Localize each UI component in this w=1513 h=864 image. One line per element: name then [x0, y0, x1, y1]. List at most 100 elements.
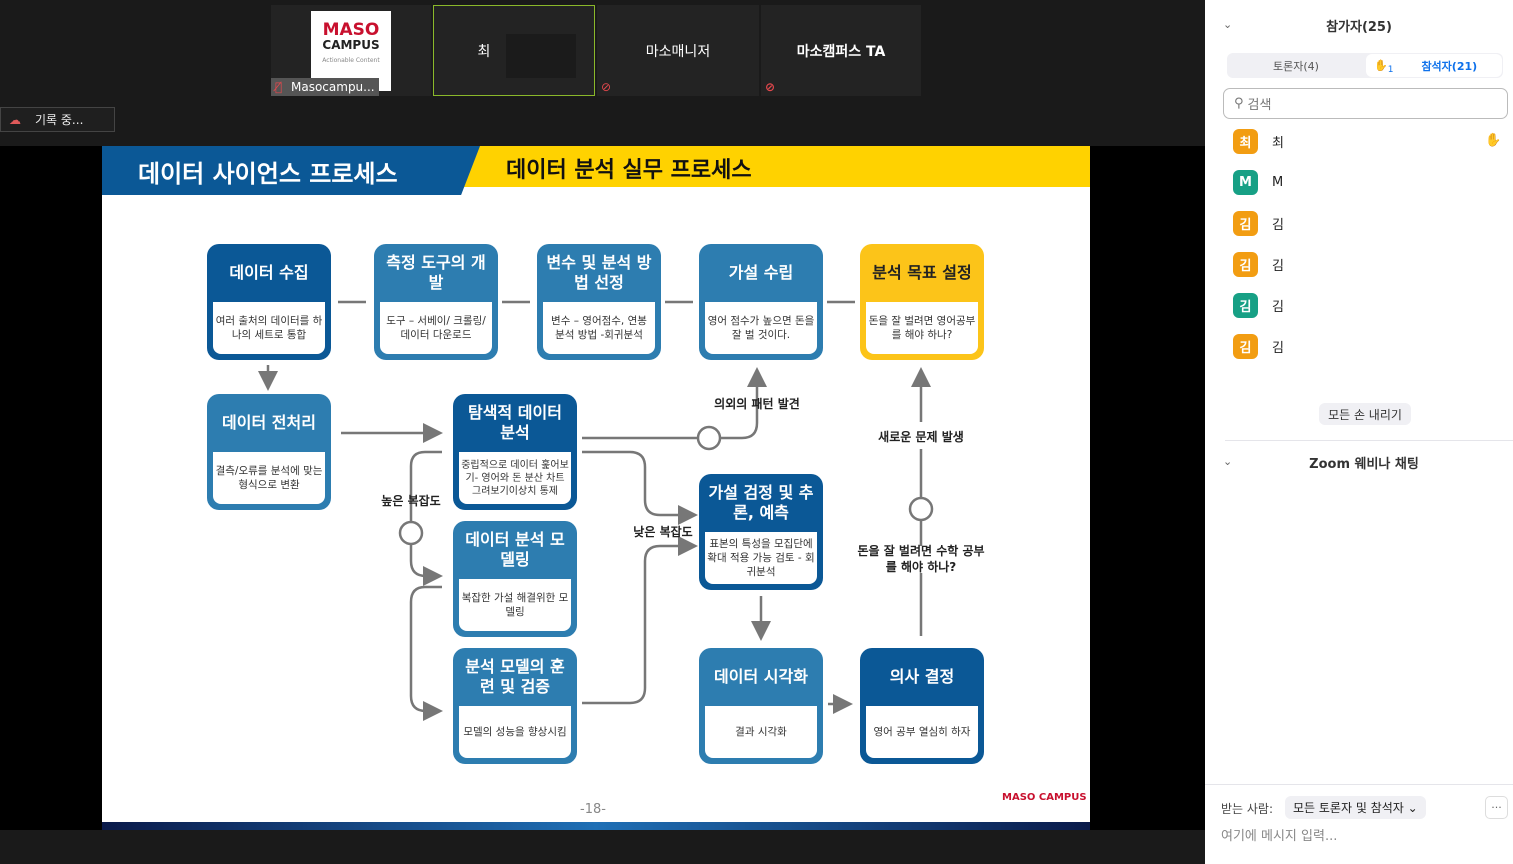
tile-name: 마소매니저 — [645, 43, 711, 60]
participant-tabs: 토론자(4) ✋1 참석자(21) — [1227, 53, 1503, 78]
step-title: 탐색적 데이터 분석 — [468, 403, 562, 442]
label-pattern: 의외의 패턴 발견 — [714, 397, 800, 411]
chat-input[interactable]: 여기에 메시지 입력... — [1221, 829, 1338, 844]
avatar: 김 — [1233, 251, 1258, 277]
slide-title-blue — [102, 146, 480, 195]
page-number: -18- — [580, 802, 606, 817]
label-new-problem: 새로운 문제 발생 — [878, 430, 964, 444]
hand-count: 1 — [1387, 64, 1394, 75]
step-description: 모델의 성능을 향상시킴 — [459, 706, 571, 758]
step-title: 분석 목표 설정 — [872, 263, 972, 282]
step-title: 변수 및 분석 방법 선정 — [546, 253, 652, 292]
raised-hand-icon: ✋ — [1374, 59, 1388, 72]
muted-mic-icon: 🎙̸ — [275, 80, 283, 94]
step-description: 변수 – 영어점수, 연봉 분석 방법 -회귀분석 — [543, 302, 655, 354]
label-low-complexity: 낮은 복잡도 — [633, 525, 693, 539]
avatar: 김 — [1233, 333, 1258, 359]
search-icon: ⚲ — [1234, 96, 1244, 111]
participant-name: 김 — [1272, 217, 1284, 233]
slide-title-right: 데이터 분석 실무 프로세스 — [506, 158, 752, 183]
participants-title: 참가자(25) — [1326, 20, 1392, 35]
tab-panelists[interactable]: 토론자(4) — [1273, 59, 1319, 73]
video-tile-active-speaker[interactable]: 최 — [433, 5, 595, 96]
tile-name: Masocampu... — [271, 78, 379, 96]
step-description: 결측/오류를 분석에 맞는 형식으로 변환 — [213, 452, 325, 504]
step-title: 데이터 시각화 — [714, 667, 808, 686]
more-options-button[interactable]: ··· — [1485, 796, 1508, 819]
avatar: 김 — [1233, 292, 1258, 318]
chat-recipient-dropdown[interactable]: 모든 토론자 및 참석자 ⌄ — [1285, 796, 1426, 819]
step-title: 분석 모델의 훈련 및 검증 — [465, 657, 565, 696]
step-title: 가설 검정 및 추론, 예측 — [708, 483, 814, 522]
step-description: 표본의 특성을 모집단에 확대 적용 가능 검토 - 회귀분석 — [705, 532, 817, 584]
tab-attendees[interactable]: ✋1 참석자(21) — [1366, 54, 1502, 77]
chat-to-label: 받는 사람: — [1221, 802, 1274, 816]
tile-name: 마소캠퍼스 TA — [796, 43, 886, 60]
tab-attendees-label: 참석자(21) — [1421, 59, 1478, 73]
divider — [1225, 440, 1513, 441]
step-description: 영어 점수가 높으면 돈을 잘 벌 것이다. — [705, 302, 817, 354]
participant-name: 김 — [1272, 340, 1284, 356]
muted-mic-icon: ⊘ — [601, 80, 612, 94]
step-description: 결과 시각화 — [705, 706, 817, 758]
step-title: 데이터 수집 — [229, 263, 309, 282]
avatar: M — [1233, 169, 1258, 195]
raised-hand-icon: ✋ — [1485, 133, 1502, 148]
footer-logo: MASO CAMPUS — [1002, 792, 1087, 803]
recording-label: 기록 중... — [35, 113, 84, 127]
step-description: 중립적으로 데이터 훑어보기- 영어와 돈 분산 차트 그려보기이상치 통제 — [459, 452, 571, 504]
video-tile-ta[interactable]: 마소캠퍼스 TA⊘ — [761, 5, 921, 96]
recipient-value: 모든 토론자 및 참석자 — [1293, 801, 1404, 815]
step-title: 데이터 전처리 — [222, 413, 316, 432]
step-description: 복잡한 가설 해결위한 모델링 — [459, 579, 571, 631]
participant-name: 김 — [1272, 299, 1284, 315]
lower-all-hands-button[interactable]: 모든 손 내리기 — [1319, 403, 1411, 425]
step-title: 데이터 분석 모델링 — [465, 530, 565, 569]
step-description: 돈을 잘 벌려면 영어공부를 해야 하나? — [866, 302, 978, 354]
collapse-chevron-icon[interactable]: ⌄ — [1223, 18, 1233, 31]
slide-footer-bar — [102, 822, 1090, 830]
collapse-chevron-icon[interactable]: ⌄ — [1223, 455, 1233, 468]
tile-name: 최 — [477, 43, 491, 60]
video-tile-manager[interactable]: 마소매니저 ⊘ — [597, 5, 759, 96]
avatar: 최 — [1233, 128, 1258, 154]
step-title: 측정 도구의 개발 — [386, 253, 486, 292]
participant-name: M — [1272, 174, 1284, 190]
search-placeholder: 검색 — [1247, 98, 1272, 113]
search-input[interactable]: ⚲검색 — [1223, 88, 1508, 119]
recording-indicator[interactable]: ☁ 기록 중... — [0, 107, 115, 132]
video-blackout — [506, 34, 576, 78]
slide-title-left: 데이터 사이언스 프로세스 — [138, 160, 398, 188]
participant-name: 김 — [1272, 258, 1284, 274]
participant-name: 최 — [1272, 135, 1284, 151]
label-math-question: 돈을 잘 벌려면 수학 공부를 해야 하나? — [857, 544, 985, 574]
step-title: 가설 수립 — [728, 263, 794, 282]
step-title: 의사 결정 — [889, 667, 955, 686]
step-description: 도구 – 서베이/ 크롤링/ 데이터 다운로드 — [380, 302, 492, 354]
chevron-down-icon: ⌄ — [1407, 801, 1418, 815]
cloud-record-icon: ☁ — [9, 112, 21, 127]
flow-connectors — [258, 300, 1090, 721]
label-high-complexity: 높은 복잡도 — [381, 494, 441, 508]
